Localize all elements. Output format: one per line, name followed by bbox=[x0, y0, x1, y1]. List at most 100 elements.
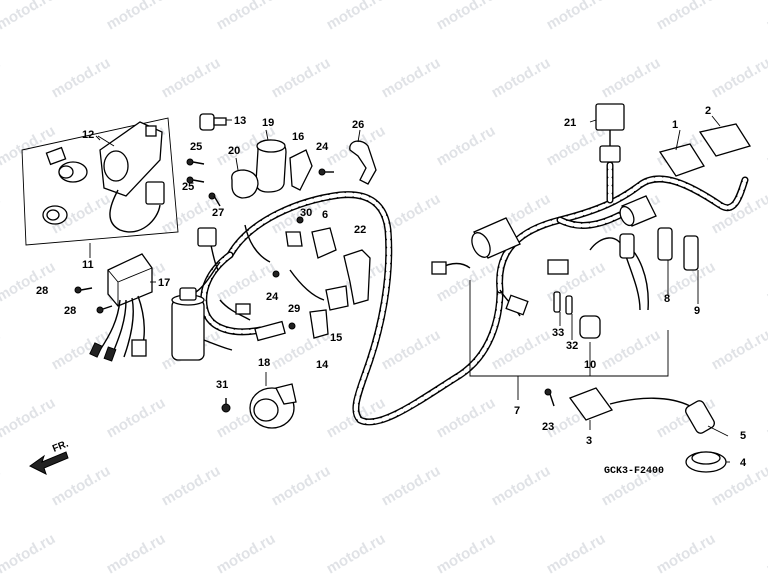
watermark-text: motod.ru bbox=[269, 462, 334, 509]
callout-4: 4 bbox=[740, 457, 747, 469]
ignition-key bbox=[199, 113, 232, 131]
watermark-text: motod.ru bbox=[269, 54, 334, 101]
screws-25 bbox=[186, 158, 205, 184]
callout-24-top: 24 bbox=[316, 141, 329, 153]
screws-28 bbox=[74, 286, 113, 314]
watermark-text: motod.ru bbox=[214, 530, 279, 576]
watermark-text: motod.ru bbox=[104, 530, 169, 576]
callout-25-upper: 25 bbox=[190, 141, 202, 153]
callout-21: 21 bbox=[564, 117, 576, 129]
horn bbox=[221, 372, 297, 429]
watermark-text: motod.ru bbox=[434, 394, 499, 441]
watermark-text: motod.ru bbox=[49, 326, 114, 373]
callout-14: 14 bbox=[316, 359, 329, 371]
watermark-text: motod.ru bbox=[764, 122, 768, 169]
watermark-text: motod.ru bbox=[599, 326, 664, 373]
callout-29: 29 bbox=[288, 303, 300, 315]
relay-21 bbox=[595, 103, 625, 131]
drawing-code: GCK3-F2400 bbox=[604, 466, 664, 477]
callout-6: 6 bbox=[322, 209, 328, 221]
watermark-text: motod.ru bbox=[379, 326, 444, 373]
main-harness-right bbox=[431, 103, 752, 473]
leader-lines bbox=[95, 115, 730, 463]
callout-33: 33 bbox=[552, 327, 564, 339]
watermark-text: motod.ru bbox=[0, 190, 3, 237]
watermark-text: motod.ru bbox=[379, 462, 444, 509]
screw-24-top bbox=[318, 168, 334, 176]
watermark-text: motod.ru bbox=[0, 0, 58, 33]
cdi-unit bbox=[89, 253, 153, 362]
watermark-text: motod.ru bbox=[0, 326, 3, 373]
watermark-text: motod.ru bbox=[324, 530, 389, 576]
watermark-text: motod.ru bbox=[544, 0, 609, 33]
watermark-text: motod.ru bbox=[599, 54, 664, 101]
watermark-text: motod.ru bbox=[104, 394, 169, 441]
watermark-text: motod.ru bbox=[0, 462, 3, 509]
callout-16: 16 bbox=[292, 131, 304, 143]
watermark-text: motod.ru bbox=[434, 530, 499, 576]
part-2 bbox=[698, 123, 752, 157]
plug-cap-5 bbox=[685, 400, 715, 434]
direction-label: FR. bbox=[51, 438, 70, 454]
watermark-text: motod.ru bbox=[434, 0, 499, 33]
part-10 bbox=[579, 315, 601, 339]
watermark-text: motod.ru bbox=[159, 462, 224, 509]
main-harness-left bbox=[197, 191, 504, 426]
capacitor-bottle bbox=[171, 261, 233, 361]
watermark-text: motod.ru bbox=[764, 258, 768, 305]
callout-12: 12 bbox=[82, 129, 94, 141]
callout-28-upper: 28 bbox=[36, 285, 48, 297]
watermark-text: motod.ru bbox=[654, 0, 719, 33]
watermark-text: motod.ru bbox=[709, 326, 768, 373]
part-1 bbox=[658, 143, 705, 177]
front-direction-arrow: FR. bbox=[29, 438, 70, 475]
clip-26 bbox=[349, 129, 377, 185]
callout-10: 10 bbox=[584, 359, 596, 371]
watermark-text: motod.ru bbox=[0, 54, 3, 101]
callout-28-lower: 28 bbox=[64, 305, 76, 317]
watermark-text: motod.ru bbox=[0, 394, 58, 441]
watermark-text: motod.ru bbox=[654, 530, 719, 576]
callout-11: 11 bbox=[82, 259, 94, 271]
watermark-text: motod.ru bbox=[489, 54, 554, 101]
callout-3: 3 bbox=[586, 435, 592, 447]
watermark-text: motod.ru bbox=[49, 54, 114, 101]
callout-13: 13 bbox=[234, 115, 246, 127]
callout-8: 8 bbox=[664, 293, 670, 305]
callout-5: 5 bbox=[740, 430, 746, 442]
callout-32: 32 bbox=[566, 340, 578, 352]
screw-27 bbox=[208, 192, 221, 207]
watermark-text: motod.ru bbox=[709, 54, 768, 101]
watermark-text: motod.ru bbox=[159, 54, 224, 101]
watermark-text: motod.ru bbox=[764, 394, 768, 441]
watermark-text: motod.ru bbox=[434, 122, 499, 169]
callout-2: 2 bbox=[705, 105, 711, 117]
callout-15: 15 bbox=[330, 332, 342, 344]
watermark-text: motod.ru bbox=[489, 326, 554, 373]
central-brackets bbox=[272, 216, 371, 339]
watermark-text: motod.ru bbox=[764, 0, 768, 33]
callout-25-lower: 25 bbox=[182, 181, 194, 193]
watermark-text: motod.ru bbox=[0, 530, 58, 576]
callout-26: 26 bbox=[352, 119, 364, 131]
callout-30: 30 bbox=[300, 207, 312, 219]
callout-17: 17 bbox=[158, 277, 170, 289]
watermark-text: motod.ru bbox=[104, 0, 169, 33]
watermark-text: motod.ru bbox=[49, 462, 114, 509]
callout-19: 19 bbox=[262, 117, 274, 129]
group-bracket-7-9 bbox=[469, 280, 669, 400]
callout-1: 1 bbox=[672, 119, 678, 131]
ignition-switch-group bbox=[21, 117, 179, 258]
watermark-text: motod.ru bbox=[379, 54, 444, 101]
watermark-text: motod.ru bbox=[764, 530, 768, 576]
watermark-text: motod.ru bbox=[489, 462, 554, 509]
callout-22: 22 bbox=[354, 224, 366, 236]
callout-9: 9 bbox=[694, 305, 700, 317]
callout-20: 20 bbox=[228, 145, 240, 157]
watermark-text: motod.ru bbox=[324, 0, 389, 33]
coil-parts bbox=[231, 129, 313, 199]
callout-7: 7 bbox=[514, 405, 520, 417]
watermark-text: motod.ru bbox=[214, 0, 279, 33]
